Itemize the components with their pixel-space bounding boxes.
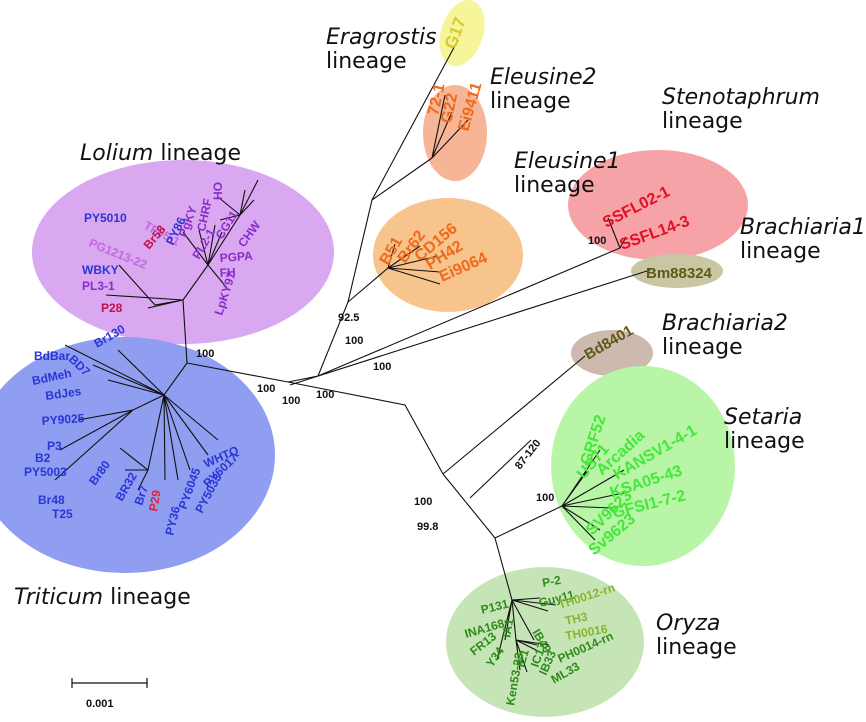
triticum-leaf-label: PY9025 <box>41 411 85 428</box>
setaria-lineage-word: lineage <box>724 429 805 454</box>
triticum-leaf-label: BdBar <box>34 349 70 363</box>
eragrostis-lineage-word: lineage <box>326 49 407 74</box>
brachiaria2-lineage-word: lineage <box>662 335 743 360</box>
bootstrap-value: 100 <box>414 496 432 508</box>
triticum-leaf-label: Br48 <box>38 493 65 507</box>
brachiaria1-leaf-label: Bm88324 <box>646 265 713 282</box>
triticum-leaf-label: PY5003 <box>24 465 67 479</box>
stenotaphrum-lineage-text: Stenotaphrum <box>662 85 820 110</box>
setaria-lineage-label: Setaria <box>724 405 802 430</box>
bootstrap-value: 100 <box>588 235 606 247</box>
triticum-leaf-label: BdJes <box>44 384 82 403</box>
oryza-leaf-label: IE1 <box>513 647 532 668</box>
oryza-leaf-label: P131 <box>479 596 510 616</box>
triticum-leaf-label: PY36 <box>162 505 183 537</box>
brachiaria2-lineage-label: Brachiaria2 <box>662 311 788 336</box>
lolium-leaf-label: FH <box>219 265 236 280</box>
triticum-lineage-name: Triticum <box>14 585 103 610</box>
triticum-ellipse <box>0 337 275 573</box>
bootstrap-value: 99.8 <box>417 521 438 533</box>
brachiaria1-ellipse <box>631 254 723 288</box>
bootstrap-value: 100 <box>257 383 275 395</box>
eragrostis-lineage-label: Eragrostis <box>326 25 437 50</box>
eragrostis-ellipse <box>439 0 485 66</box>
eleusine1-ellipse <box>373 198 523 312</box>
eragrostis-lineage-name: Eragrostis <box>326 25 437 50</box>
bootstrap-value: 100 <box>373 361 391 373</box>
setaria-lineage-text: Setaria <box>724 405 802 430</box>
bootstrap-value: 92.5 <box>338 312 359 324</box>
lolium-lineage-name: Lolium <box>80 141 153 166</box>
bootstrap-value: 100 <box>196 348 214 360</box>
lolium-lineage-label: Lolium lineage <box>80 141 241 166</box>
brachiaria2-ellipse <box>571 330 653 376</box>
triticum-lineage-text: lineage <box>103 585 191 610</box>
oryza-lineage-label: Oryza <box>656 611 720 636</box>
brachiaria1-lineage-label: Brachiaria1 <box>740 215 866 240</box>
eleusine2-leaf-label: G22 <box>438 92 461 125</box>
brachiaria1-lineage-word: lineage <box>740 239 821 264</box>
lolium-leaf-label: HO <box>211 182 225 200</box>
scale-bar-label: 0.001 <box>86 698 114 710</box>
triticum-leaf-label: T25 <box>52 507 73 521</box>
eleusine1-lineage-word: lineage <box>514 173 595 198</box>
tree-branches <box>54 39 651 673</box>
lolium-leaf-label: PL3-1 <box>82 279 115 293</box>
scale-bar: 0.001 <box>71 678 148 710</box>
eleusine2-leaf-label: 72-1 <box>425 82 448 117</box>
triticum-leaf-label: B2 <box>35 451 51 465</box>
eleusine2-lineage-label: Eleusine2 <box>490 65 597 90</box>
eleusine1-lineage-text: Eleusine1 <box>514 149 621 174</box>
oryza-lineage-text: Oryza <box>656 611 720 636</box>
setaria-ellipse <box>551 366 735 566</box>
triticum-lineage-label: Triticum lineage <box>14 585 191 610</box>
bootstrap-value: 100 <box>345 335 363 347</box>
lolium-leaf-label: PY5010 <box>84 211 127 225</box>
oryza-leaf-label: TH3 <box>564 609 589 627</box>
stenotaphrum-lineage-label: Stenotaphrum <box>662 85 820 110</box>
lolium-leaf-label: CHRF <box>194 197 215 233</box>
stenotaphrum-lineage-word: lineage <box>662 109 743 134</box>
bootstrap-value: 100 <box>282 395 300 407</box>
bootstrap-values: 100 100 100 100 100 92.5 100 100 100 99.8 100 <box>196 235 606 533</box>
lolium-leaf-label: P28 <box>101 301 123 315</box>
brachiaria2-lineage-text: Brachiaria2 <box>662 311 788 336</box>
oryza-lineage-word: lineage <box>656 635 737 660</box>
triticum-leaf-label: P29 <box>146 489 164 513</box>
stenotaphrum-ellipse <box>568 150 748 260</box>
lineage-ellipses <box>0 0 748 717</box>
triticum-leaf-label: P3 <box>47 439 62 453</box>
eleusine1-lineage-label: Eleusine1 <box>514 149 621 174</box>
lolium-leaf-label: PGPA <box>219 249 253 265</box>
lolium-lineage-text: lineage <box>153 141 241 166</box>
brachiaria1-lineage-text: Brachiaria1 <box>740 215 866 240</box>
oryza-leaf-label: P-2 <box>541 573 562 590</box>
oryza-ellipse <box>446 567 644 717</box>
bootstrap-value: 100 <box>536 492 554 504</box>
eleusine2-lineage-text: Eleusine2 <box>490 65 597 90</box>
bootstrap-value: 100 <box>316 389 334 401</box>
oryza-leaf-label: IA1 <box>499 617 516 638</box>
lolium-ellipse <box>32 160 334 344</box>
lolium-leaf-label: WBKY <box>82 263 119 277</box>
triticum-leaf-label: Br7 <box>132 483 152 507</box>
eleusine2-lineage-word: lineage <box>490 89 571 114</box>
